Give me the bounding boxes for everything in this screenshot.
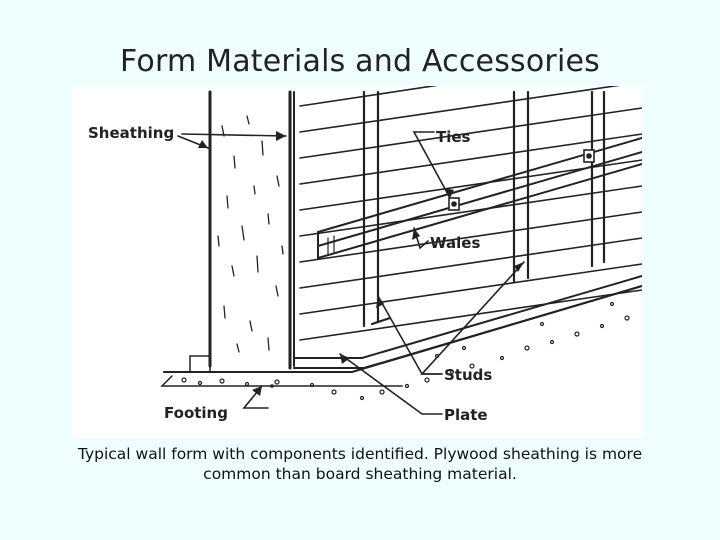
label-plate: Plate [444, 406, 488, 424]
wall-form-diagram: Sheathing Ties Wales Studs Plate Footing [72, 86, 642, 438]
arrowheads [198, 131, 524, 396]
label-sheathing: Sheathing [88, 124, 174, 142]
slide-title: Form Materials and Accessories [120, 44, 600, 79]
wall-form-drawing: Sheathing Ties Wales Studs Plate Footing [88, 86, 642, 424]
plate [293, 275, 642, 369]
label-studs: Studs [444, 366, 492, 384]
ties [448, 149, 595, 211]
slide-caption: Typical wall form with components identi… [40, 444, 680, 484]
sheathing-panel [189, 90, 292, 373]
caption-line-1: Typical wall form with components identi… [77, 445, 643, 463]
caption-line-2: common than board sheathing material. [203, 465, 517, 483]
label-footing: Footing [164, 404, 228, 422]
label-ties: Ties [436, 128, 471, 146]
footing-ground [160, 285, 642, 401]
label-wales: Wales [430, 234, 480, 252]
